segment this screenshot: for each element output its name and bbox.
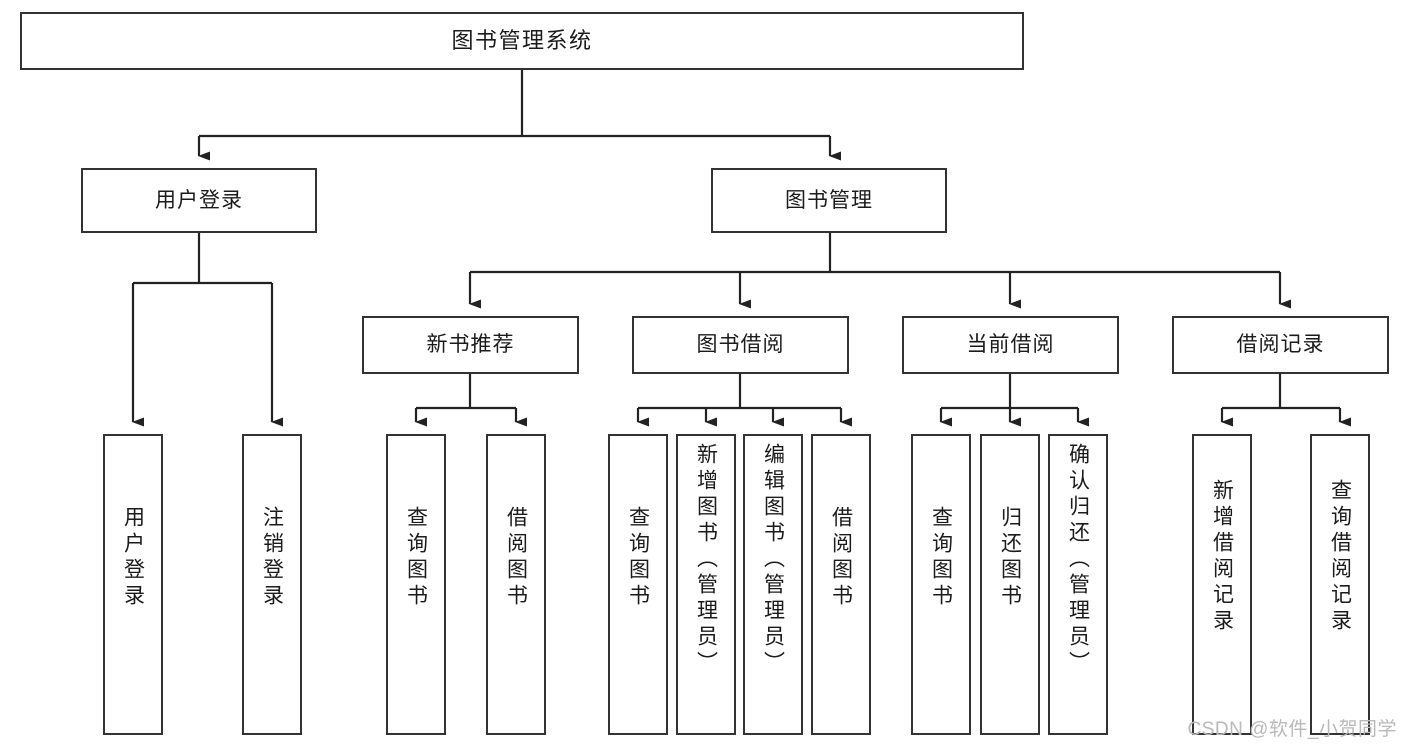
node-label: 注销登录 (260, 506, 284, 610)
node-label: 用户登录 (155, 188, 243, 212)
leaf-borrow-book-newbook[interactable]: 借阅图书 (486, 434, 546, 735)
node-label: 查询借阅记录 (1328, 479, 1352, 635)
leaf-query-book-current[interactable]: 查询图书 (911, 434, 971, 735)
leaf-query-borrow-record[interactable]: 查询借阅记录 (1310, 434, 1370, 735)
leaf-add-borrow-record[interactable]: 新增借阅记录 (1192, 434, 1252, 735)
leaf-confirm-return-admin[interactable]: 确认归还（管理员） (1048, 434, 1108, 735)
node-label: 新增图书（管理员） (694, 443, 718, 677)
leaf-edit-book-admin[interactable]: 编辑图书（管理员） (743, 434, 803, 735)
node-label: 图书借阅 (696, 333, 785, 357)
node-borrow-record[interactable]: 借阅记录 (1172, 316, 1389, 374)
node-label: 借阅记录 (1236, 333, 1325, 357)
node-root-system[interactable]: 图书管理系统 (20, 12, 1024, 70)
node-label: 借阅图书 (829, 506, 853, 610)
leaf-user-login[interactable]: 用户登录 (103, 434, 163, 735)
node-label: 新增借阅记录 (1210, 479, 1234, 635)
node-label: 查询图书 (929, 506, 953, 610)
leaf-add-book-admin[interactable]: 新增图书（管理员） (676, 434, 736, 735)
node-book-management[interactable]: 图书管理 (711, 168, 947, 233)
leaf-logout[interactable]: 注销登录 (242, 434, 302, 735)
node-current-borrow[interactable]: 当前借阅 (902, 316, 1119, 374)
node-label: 用户登录 (121, 506, 145, 610)
node-label: 查询图书 (626, 506, 650, 610)
node-label: 当前借阅 (966, 333, 1055, 357)
node-label: 编辑图书（管理员） (761, 443, 785, 677)
node-user-login[interactable]: 用户登录 (81, 168, 317, 233)
leaf-query-book-newbook[interactable]: 查询图书 (386, 434, 446, 735)
node-book-borrow[interactable]: 图书借阅 (632, 316, 849, 374)
node-new-book-recommend[interactable]: 新书推荐 (362, 316, 579, 374)
leaf-borrow-book[interactable]: 借阅图书 (811, 434, 871, 735)
node-label: 新书推荐 (426, 333, 515, 357)
node-label: 图书管理 (785, 188, 873, 212)
node-label: 归还图书 (998, 506, 1022, 610)
leaf-query-book-borrow[interactable]: 查询图书 (608, 434, 668, 735)
node-label: 借阅图书 (504, 506, 528, 610)
node-label: 查询图书 (404, 506, 428, 610)
node-label: 确认归还（管理员） (1066, 443, 1090, 677)
node-label: 图书管理系统 (451, 27, 593, 53)
watermark-text: CSDN @软件_小贺同学 (1187, 719, 1397, 740)
leaf-return-book[interactable]: 归还图书 (980, 434, 1040, 735)
